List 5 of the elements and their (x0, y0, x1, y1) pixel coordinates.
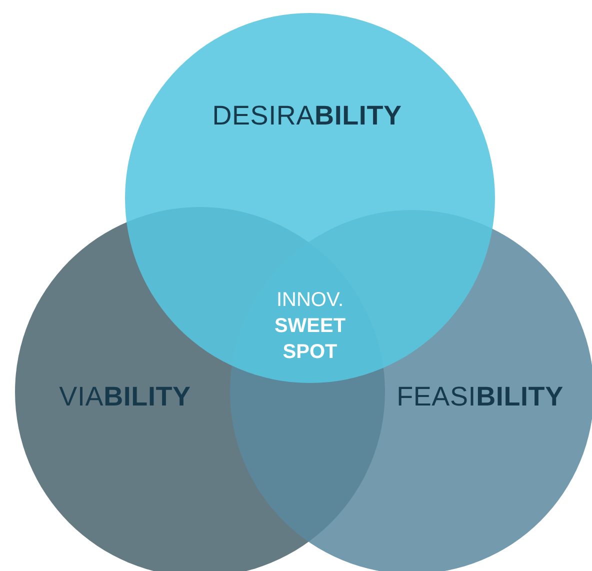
circle-label: VIABILITY (59, 382, 191, 412)
circle-label: FEASIBILITY (396, 382, 564, 412)
overlap-label: INNOV. SWEET SPOT (273, 288, 347, 365)
circle-label: DESIRABILITY (212, 100, 402, 132)
venn-circle (125, 13, 495, 383)
